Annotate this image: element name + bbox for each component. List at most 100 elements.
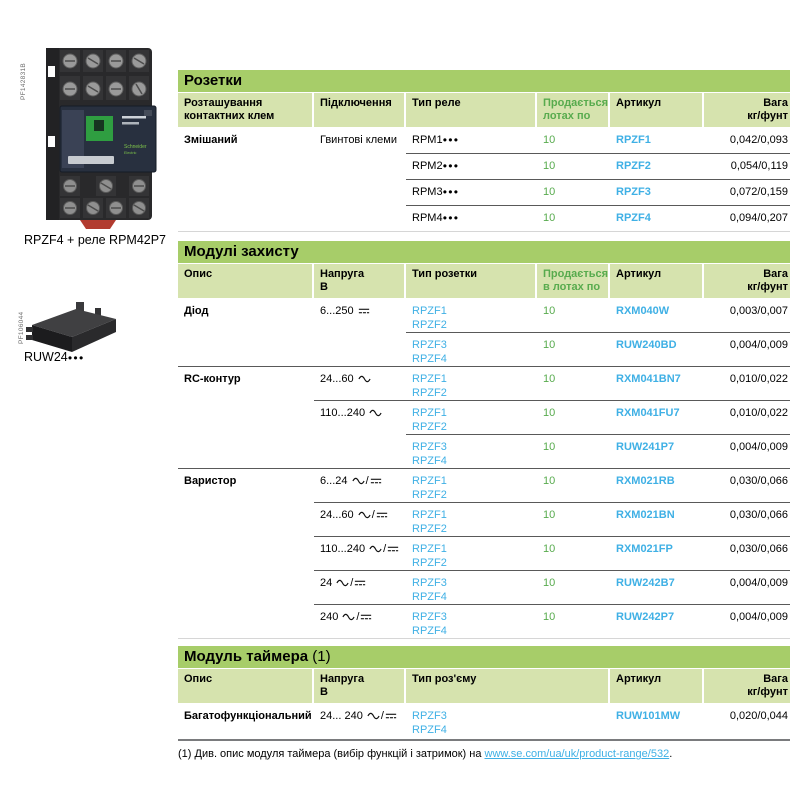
bullet: ● bbox=[453, 187, 460, 196]
dc-symbol bbox=[370, 478, 381, 484]
bullet: ● bbox=[448, 187, 454, 196]
article-ref-cell[interactable]: RXM041BN7 bbox=[616, 373, 681, 385]
description-cell: RC-контур bbox=[184, 373, 241, 385]
row-separator bbox=[314, 570, 790, 571]
cell: 110...240 / bbox=[314, 536, 404, 570]
description-cell bbox=[178, 400, 312, 434]
lot-qty-cell: 10 bbox=[543, 186, 556, 198]
article-ref-cell[interactable]: RPZF3 bbox=[616, 186, 651, 198]
section-title-suffix: (1) bbox=[308, 648, 331, 665]
article-ref-cell[interactable]: RXM040W bbox=[616, 305, 670, 317]
description-cell bbox=[178, 179, 312, 205]
bullet: ● bbox=[442, 213, 449, 222]
row-separator bbox=[314, 536, 790, 537]
article-ref-cell[interactable]: RUW242B7 bbox=[616, 577, 675, 589]
cell: RPM2●●● bbox=[412, 160, 460, 172]
article-ref-cell[interactable]: RUW241P7 bbox=[616, 441, 675, 453]
bullet: ● bbox=[453, 213, 460, 222]
lot-qty-cell: 10 bbox=[543, 339, 556, 351]
table-bottom-rule bbox=[178, 231, 790, 232]
bullet: ● bbox=[448, 161, 454, 170]
description-cell bbox=[178, 604, 312, 638]
dc-symbol bbox=[358, 308, 369, 314]
lot-qty-cell: 10 bbox=[543, 611, 556, 623]
lot-qty-cell: 10 bbox=[543, 134, 556, 146]
section-title-text: Модулі захисту bbox=[184, 243, 299, 260]
cell: RPM1●●● bbox=[412, 134, 460, 146]
row-separator bbox=[314, 604, 790, 605]
weight-cell: 0,030/0,066 bbox=[729, 475, 788, 487]
article-ref-cell[interactable]: RXM041FU7 bbox=[616, 407, 680, 419]
dc-symbol bbox=[355, 580, 366, 586]
section-title-text: Розетки bbox=[184, 72, 243, 89]
ac-symbol bbox=[336, 579, 349, 587]
article-ref-cell[interactable]: RXM021RB bbox=[616, 475, 675, 487]
protection-module-illustration bbox=[26, 302, 116, 352]
article-ref-cell[interactable]: RXM021FP bbox=[616, 543, 673, 555]
weight-cell: 0,030/0,066 bbox=[729, 509, 788, 521]
dc-symbol bbox=[385, 713, 397, 719]
cell: 24... 240 / bbox=[314, 703, 404, 737]
description-cell bbox=[178, 205, 312, 231]
product-photo-rpzf4-relay: Schneider Electric bbox=[36, 40, 164, 235]
article-ref-cell[interactable]: RPZF1 bbox=[616, 134, 651, 146]
weight-cell: 0,094/0,207 bbox=[729, 212, 788, 224]
bullet: ● bbox=[453, 135, 460, 144]
bullet: ● bbox=[442, 161, 449, 170]
article-ref-cell[interactable]: RPZF2 bbox=[616, 160, 651, 172]
article-ref-cell[interactable]: RXM021BN bbox=[616, 509, 675, 521]
cell: 110...240 bbox=[314, 400, 404, 434]
description-cell bbox=[178, 434, 312, 468]
article-ref-cell[interactable]: RPZF4 bbox=[616, 212, 651, 224]
photo-ref-code: PF106044 bbox=[18, 311, 25, 344]
ac-symbol bbox=[358, 511, 371, 519]
column-header: Тип реле bbox=[406, 93, 535, 127]
cell: 240 / bbox=[314, 604, 404, 638]
footnote-divider bbox=[178, 739, 790, 741]
weight-cell: 0,020/0,044 bbox=[729, 710, 788, 722]
section-title: Модулі захисту bbox=[178, 241, 790, 263]
ac-symbol bbox=[358, 375, 371, 383]
lot-qty-cell: 10 bbox=[543, 305, 556, 317]
column-header: Тип розетки bbox=[406, 264, 535, 298]
article-ref-cell[interactable]: RUW101MW bbox=[616, 710, 681, 722]
bullet: ● bbox=[78, 353, 85, 362]
cell: 24...60 / bbox=[314, 502, 404, 536]
description-cell bbox=[178, 332, 312, 366]
footnote-link[interactable]: www.se.com/ua/uk/product-range/532 bbox=[484, 748, 670, 760]
photo1-caption: RPZF4 + реле RPM42P7 bbox=[24, 233, 167, 247]
article-ref-cell[interactable]: RUW240BD bbox=[616, 339, 677, 351]
cell: Гвинтові клеми bbox=[320, 134, 397, 146]
relay-socket-illustration: Schneider Electric bbox=[46, 48, 157, 229]
bullet: ● bbox=[453, 161, 460, 170]
article-ref-cell[interactable]: RUW242P7 bbox=[616, 611, 675, 623]
bullet: ● bbox=[442, 187, 449, 196]
